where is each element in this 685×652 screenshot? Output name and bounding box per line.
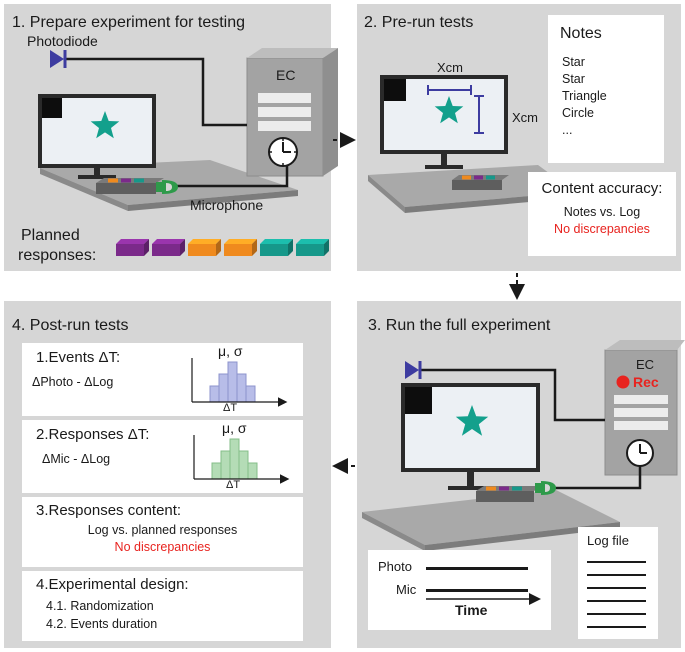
content-accuracy-card: Content accuracy: Notes vs. Log No discr… [528,172,676,256]
table-surface [362,490,620,545]
rec-label: Rec [633,374,659,390]
photo-line [426,567,528,570]
planned-response-blocks [116,239,329,256]
responses-dt-card: 2.Responses ΔT: ΔMic - ΔLog μ, σ ΔT [22,420,303,493]
time-label: Time [455,602,488,618]
log-line [587,561,646,563]
ec-label: EC [276,67,296,83]
response-pad [452,180,502,190]
star-icon [434,96,464,124]
events-axis-label: ΔT [223,402,238,414]
notes-card: Notes Star Star Triangle Circle ... [548,15,664,163]
microphone-icon [156,180,178,194]
ec-label: EC [636,357,655,372]
microphone-icon [535,481,556,495]
clock-icon [268,137,298,167]
record-dot-icon [616,375,630,389]
measure-horizontal [427,85,472,95]
events-dt-card: 1.Events ΔT: ΔPhoto - ΔLog μ, σ ΔT [22,343,303,416]
responses-formula: ΔMic - ΔLog [42,452,111,466]
design-item: 4.2. Events duration [46,617,158,631]
xcm-side-label: Xcm [512,110,538,125]
planned-response-block [116,239,149,256]
planned-response-block [188,239,221,256]
content-title: 3.Responses content: [36,502,182,519]
events-stats: μ, σ [218,343,243,359]
panel-title-run: 3. Run the full experiment [368,317,551,334]
planned-label-line2: responses: [18,247,97,264]
content-sub: Log vs. planned responses [87,523,238,537]
log-line [587,587,646,589]
notes-item: Triangle [562,89,607,103]
log-line [587,613,646,615]
response-pad [96,183,156,194]
log-line [587,574,646,576]
notes-item: Star [562,72,585,86]
responses-title: 2.Responses ΔT: [36,426,150,443]
xcm-top-label: Xcm [437,60,463,75]
events-title: 1.Events ΔT: [36,349,121,366]
photodiode-label: Photodiode [27,33,98,49]
star-icon [455,405,489,436]
planned-response-block [224,239,257,256]
notes-item: Circle [562,106,594,120]
log-line [587,626,646,628]
log-file-card: Log file [578,527,658,639]
panel-title-prepare: 1. Prepare experiment for testing [12,14,246,31]
measure-vertical [474,95,484,134]
notes-item: Star [562,55,585,69]
responses-histogram [193,435,290,484]
planned-response-block [296,239,329,256]
planned-label-line1: Planned [21,227,80,244]
photodiode-icon [405,361,422,379]
mic-label: Mic [396,582,417,597]
panel-title-postrun: 4. Post-run tests [12,317,129,334]
accuracy-title: Content accuracy: [541,180,663,197]
response-pad [476,491,534,502]
design-title: 4.Experimental design: [36,576,189,593]
experimental-design-card: 4.Experimental design: 4.1. Randomizatio… [22,571,303,641]
log-file-title: Log file [587,533,629,548]
planned-response-block [260,239,293,256]
events-histogram [191,358,288,407]
accuracy-sub: Notes vs. Log [563,205,641,219]
mic-line [426,589,528,592]
timeline-card: Photo Mic Time [368,550,551,630]
photo-label: Photo [378,559,412,574]
responses-stats: μ, σ [222,420,247,436]
accuracy-result: No discrepancies [554,222,650,236]
responses-axis-label: ΔT [226,479,241,491]
clock-icon [626,439,654,467]
star-icon [90,111,120,139]
panel-title-prerun: 2. Pre-run tests [364,14,474,31]
design-item: 4.1. Randomization [46,599,154,613]
responses-content-card: 3.Responses content: Log vs. planned res… [22,497,303,567]
content-result: No discrepancies [114,540,211,554]
time-arrow-icon [426,593,541,605]
events-formula: ΔPhoto - ΔLog [32,375,114,389]
photodiode-icon [50,50,67,68]
log-line [587,600,646,602]
planned-response-block [152,239,185,256]
notes-title: Notes [560,25,602,42]
notes-item: ... [562,123,573,137]
microphone-label: Microphone [190,197,264,213]
